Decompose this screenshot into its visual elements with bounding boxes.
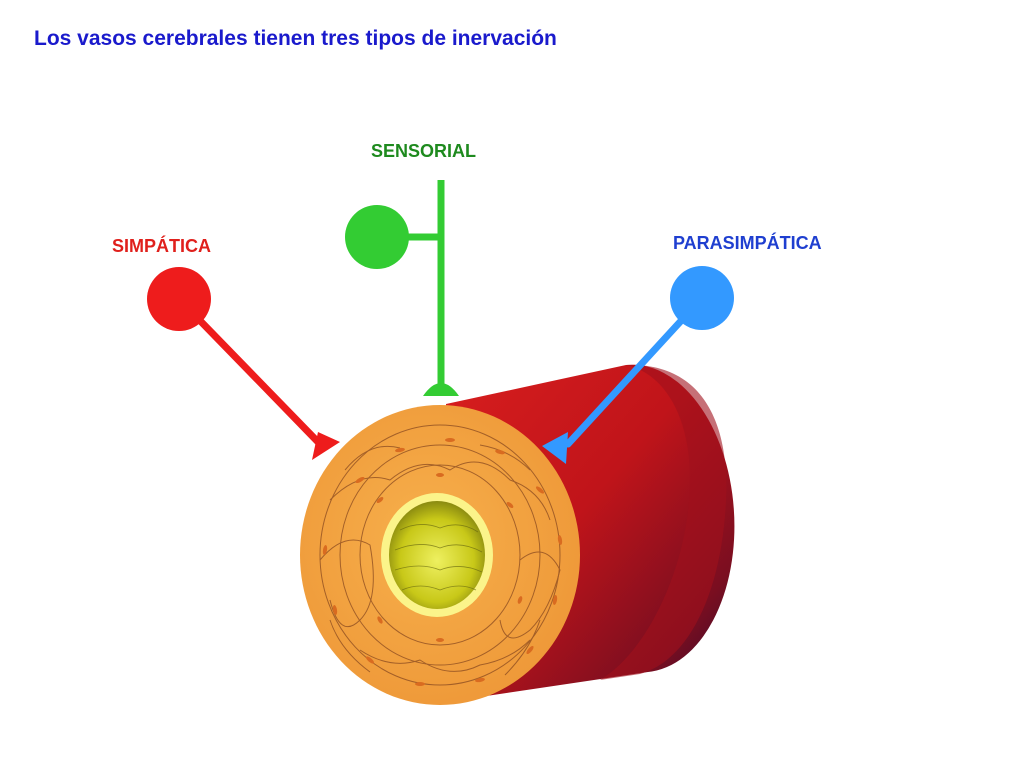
parasimpatica-label: PARASIMPÁTICA — [673, 233, 822, 253]
smooth-muscle-cells — [319, 424, 561, 686]
sensorial-label: SENSORIAL — [371, 141, 477, 161]
sensorial-soma — [345, 205, 409, 269]
sensorial-terminal — [423, 383, 459, 396]
sensorial-neuron — [345, 180, 459, 396]
endothelium-lines — [394, 524, 483, 591]
parasimpatica-terminal — [542, 432, 568, 464]
slide-title: Los vasos cerebrales tienen tres tipos d… — [34, 27, 557, 50]
simpatica-soma — [147, 267, 211, 331]
simpatica-terminal — [312, 432, 340, 460]
simpatica-label: SIMPÁTICA — [112, 236, 211, 256]
parasimpatica-soma — [670, 266, 734, 330]
vessel-lumen — [389, 501, 485, 609]
simpatica-neuron — [147, 267, 340, 460]
vessel-far-end — [600, 364, 727, 680]
blood-vessel — [300, 364, 735, 705]
cell-nuclei — [322, 438, 563, 686]
parasimpatica-neuron — [542, 266, 734, 464]
